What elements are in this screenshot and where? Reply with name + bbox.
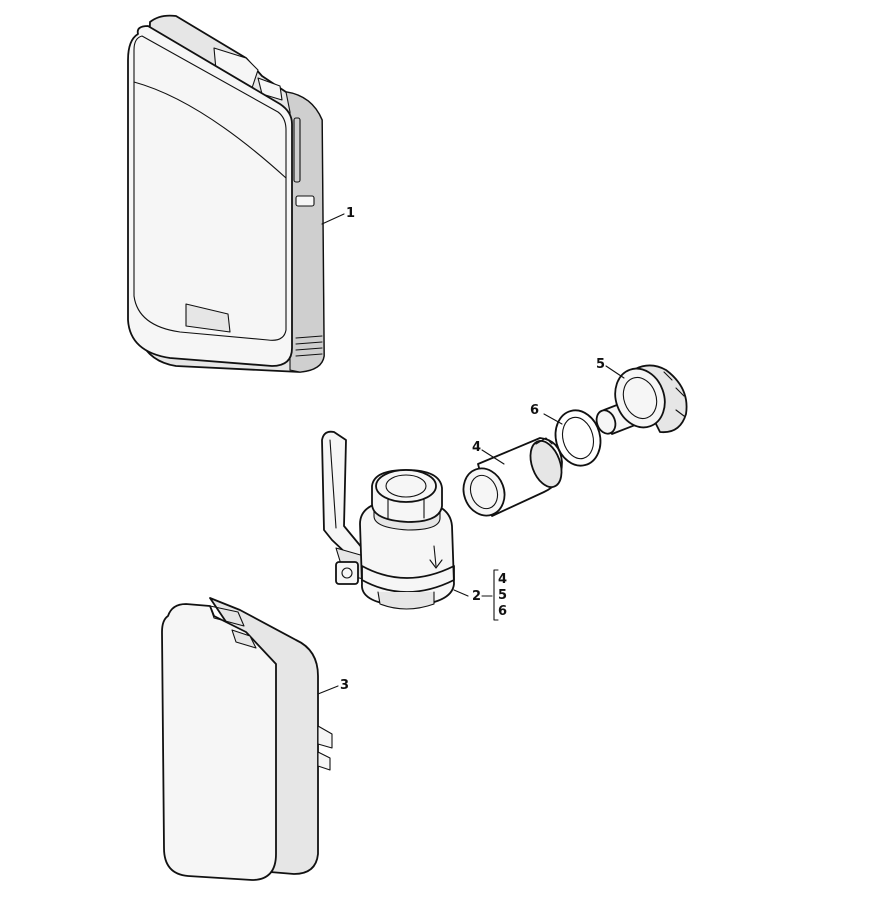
callout-2: 2 xyxy=(472,589,481,604)
part-4-strainer xyxy=(462,437,563,517)
part-3-cover xyxy=(161,597,333,881)
part-6-o-ring xyxy=(554,409,602,467)
callout-6: 6 xyxy=(530,403,539,418)
callout-kit-6: 6 xyxy=(498,604,507,619)
part-1-housing xyxy=(127,14,325,373)
callout-kit-5: 5 xyxy=(498,588,507,603)
callout-kit-4: 4 xyxy=(498,572,507,587)
callout-5: 5 xyxy=(596,357,605,372)
leader-lines xyxy=(317,213,625,695)
callout-4: 4 xyxy=(472,440,481,455)
part-5-union-nut xyxy=(595,364,688,435)
callout-1: 1 xyxy=(346,206,355,221)
part-2-ball-valve xyxy=(321,430,455,610)
callout-3: 3 xyxy=(340,678,349,693)
